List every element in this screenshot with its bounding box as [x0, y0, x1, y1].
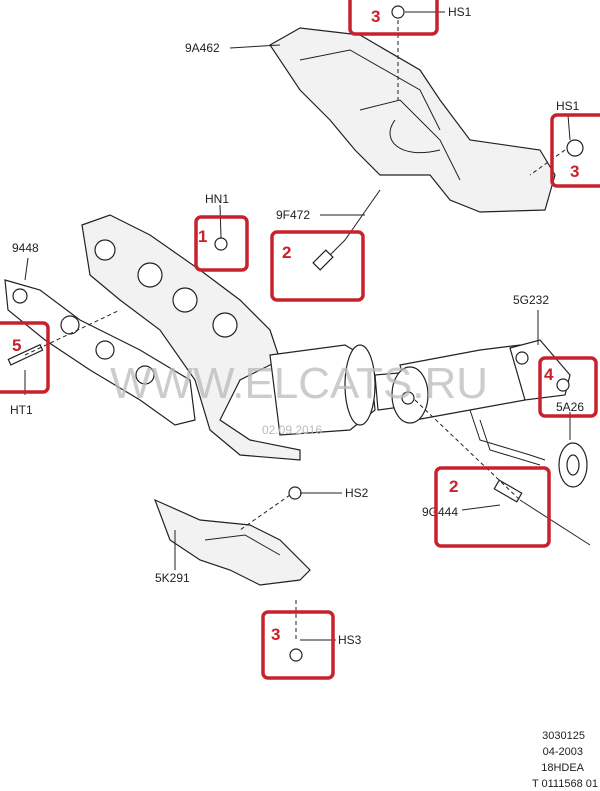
svg-text:1: 1: [198, 227, 207, 246]
nut-hn1[interactable]: [214, 237, 228, 251]
callout-hs1-right: 3: [550, 113, 600, 188]
label-hs1-right[interactable]: HS1: [556, 99, 580, 113]
svg-text:2: 2: [449, 477, 458, 496]
watermark-date: 02.09.2016: [262, 423, 322, 437]
label-5a26[interactable]: 5A26: [556, 400, 584, 414]
heat-shield-upper[interactable]: [269, 27, 556, 213]
svg-text:5: 5: [12, 336, 21, 355]
oxygen-sensor-upper[interactable]: [312, 189, 381, 271]
oxygen-sensor-lower[interactable]: [493, 479, 591, 546]
heat-shield-lower[interactable]: [153, 498, 311, 586]
label-9a462[interactable]: 9A462: [185, 41, 220, 55]
bolt-hs1-right[interactable]: [566, 139, 584, 157]
bolt-hs1-top[interactable]: [391, 5, 405, 19]
label-9f472[interactable]: 9F472: [276, 208, 310, 222]
svg-text:3: 3: [570, 162, 579, 181]
callout-sensor-upper: 2: [270, 230, 365, 302]
footer-code-3: 18HDEA: [541, 762, 584, 774]
label-hs1-top[interactable]: HS1: [448, 5, 472, 19]
exhaust-manifold[interactable]: [81, 214, 301, 461]
svg-text:3: 3: [371, 7, 380, 26]
callout-sensor-lower: 2: [434, 466, 551, 548]
label-9448[interactable]: 9448: [12, 241, 39, 255]
watermark: WWW.ELCATS.RU: [110, 359, 488, 408]
gasket[interactable]: [4, 279, 196, 426]
label-hn1[interactable]: HN1: [205, 192, 229, 206]
label-9g444[interactable]: 9G444: [422, 505, 458, 519]
callout-5a26: 4: [538, 356, 598, 418]
callout-hn1: 1: [194, 215, 249, 272]
label-hs3[interactable]: HS3: [338, 633, 362, 647]
label-5g232[interactable]: 5G232: [513, 293, 549, 307]
svg-text:3: 3: [271, 625, 280, 644]
footer-code-2: 04-2003: [543, 746, 583, 758]
svg-text:4: 4: [544, 365, 554, 384]
bolt-hs2[interactable]: [288, 486, 302, 500]
label-ht1[interactable]: HT1: [10, 403, 33, 417]
footer-code-4: T 0111568 01: [532, 778, 598, 790]
footer-code-1: 3030125: [542, 730, 585, 742]
label-5k291[interactable]: 5K291: [155, 571, 190, 585]
svg-text:2: 2: [282, 243, 291, 262]
callout-ht1: 5: [0, 321, 50, 394]
label-hs2[interactable]: HS2: [345, 486, 369, 500]
callout-hs3: 3: [261, 610, 335, 680]
bolt-hs3[interactable]: [289, 648, 303, 662]
callout-hs1-top: 3: [348, 0, 439, 36]
